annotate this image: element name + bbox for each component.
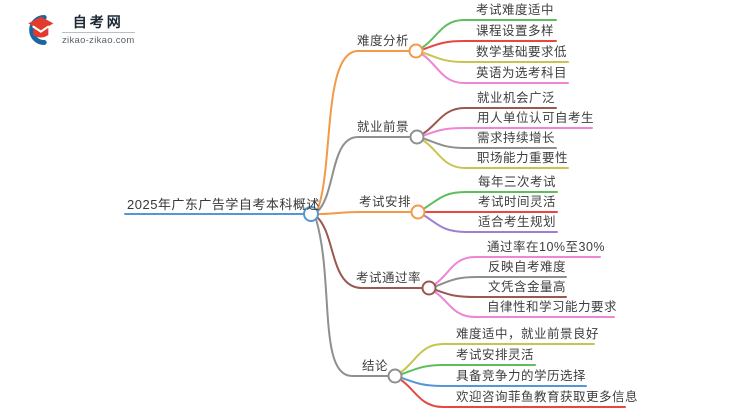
edge-branch-4-leaf-0 — [400, 343, 595, 373]
edge-branch-0-leaf-1 — [423, 40, 557, 50]
leaf-label: 英语为选考科目 — [476, 66, 568, 80]
leaf-label: 文凭含金量高 — [488, 280, 567, 294]
center-node-circle — [303, 206, 319, 222]
branch-0-node-circle — [408, 43, 424, 59]
leaf-label: 欢迎咨询菲鱼教育获取更多信息 — [456, 390, 639, 404]
leaf-label: 每年三次考试 — [478, 175, 557, 189]
edge-branch-0-leaf-2 — [423, 52, 569, 63]
edge-center-branch-3 — [316, 216, 423, 289]
leaf-label: 职场能力重要性 — [477, 151, 569, 165]
edge-branch-3-leaf-3 — [434, 291, 615, 318]
edge-branch-1-leaf-1 — [424, 127, 593, 136]
edge-branch-4-leaf-2 — [401, 377, 587, 387]
leaf-label: 通过率在10%至30% — [487, 240, 606, 254]
leaf-label: 课程设置多样 — [476, 24, 555, 38]
edge-branch-4-leaf-3 — [400, 379, 626, 408]
site-logo[interactable]: 自考网 zikao-zikao.com — [25, 13, 135, 47]
branch-2-label: 考试安排 — [359, 195, 412, 209]
edge-branch-0-leaf-3 — [422, 54, 569, 84]
branch-1-label: 就业前景 — [357, 120, 410, 134]
leaf-label: 考试时间灵活 — [478, 195, 557, 209]
edge-branch-1-leaf-0 — [423, 107, 557, 134]
edge-branch-3-leaf-2 — [435, 289, 567, 298]
leaf-label: 用人单位认可自考生 — [477, 111, 595, 125]
leaf-label: 考试难度适中 — [476, 3, 555, 17]
center-node-label: 2025年广东广告学自考本科概述 — [127, 197, 320, 212]
branch-3-node-circle — [421, 280, 437, 296]
logo-text: 自考网 zikao-zikao.com — [62, 14, 135, 46]
logo-title: 自考网 — [72, 14, 124, 30]
edge-branch-0-leaf-0 — [422, 19, 557, 48]
leaf-label: 考试安排灵活 — [456, 348, 535, 362]
edge-branch-2-leaf-2 — [424, 215, 558, 233]
branch-1-node-circle — [409, 129, 425, 145]
leaf-label: 适合考生规划 — [478, 215, 557, 229]
branch-0-label: 难度分析 — [357, 34, 410, 48]
edge-center-branch-0 — [316, 50, 410, 212]
edge-center-branch-1 — [316, 136, 411, 213]
branch-4-label: 结论 — [362, 359, 389, 373]
branch-2-node-circle — [410, 204, 426, 220]
leaf-label: 需求持续增长 — [477, 131, 556, 145]
edge-branch-3-leaf-1 — [435, 276, 567, 287]
logo-domain: zikao-zikao.com — [62, 32, 135, 46]
edge-branch-2-leaf-0 — [424, 191, 558, 209]
leaf-label: 就业机会广泛 — [477, 91, 556, 105]
leaf-label: 自律性和学习能力要求 — [487, 300, 618, 314]
leaf-label: 反映自考难度 — [488, 260, 567, 274]
edge-branch-1-leaf-3 — [423, 140, 569, 169]
branch-3-label: 考试通过率 — [356, 271, 422, 285]
branch-4-node-circle — [387, 368, 403, 384]
leaf-label: 数学基础要求低 — [476, 45, 568, 59]
edge-branch-4-leaf-1 — [401, 364, 536, 375]
edge-branch-3-leaf-0 — [434, 256, 601, 285]
leaf-label: 难度适中，就业前景良好 — [456, 327, 600, 341]
graduation-cap-icon — [28, 15, 54, 45]
edge-branch-1-leaf-2 — [424, 138, 557, 149]
edge-center-branch-4 — [315, 218, 389, 377]
edge-center-branch-2 — [317, 211, 412, 215]
leaf-label: 具备竞争力的学历选择 — [456, 369, 587, 383]
